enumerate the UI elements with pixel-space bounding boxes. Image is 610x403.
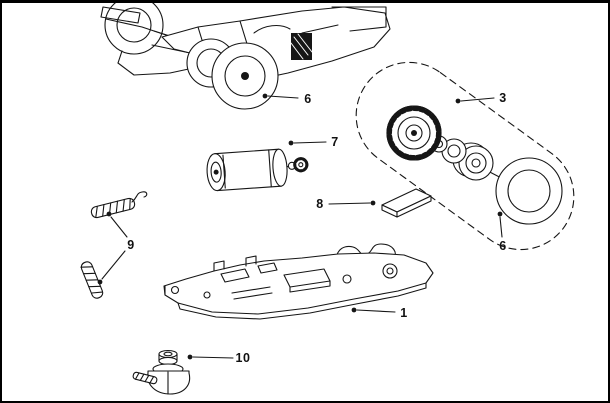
axle-group-boundary <box>355 61 575 251</box>
chassis-drawing <box>163 243 434 320</box>
leader-line-1 <box>356 309 396 313</box>
leader-line-9-upper <box>110 216 128 238</box>
leader-line-6-axle <box>499 216 503 238</box>
race-car-drawing <box>100 3 391 110</box>
part-label-7-motor: 7 <box>331 135 339 149</box>
motor-drawing <box>206 148 309 192</box>
wheel-hub <box>458 145 494 181</box>
leader-line-7 <box>293 141 327 144</box>
leader-line-9-lower <box>101 250 126 280</box>
leader-dot-10 <box>187 354 193 360</box>
part-label-1-chassis: 1 <box>400 306 408 320</box>
leader-lines <box>97 93 503 360</box>
pickup-pad-drawing <box>381 188 432 218</box>
leader-line-8 <box>328 202 371 205</box>
leader-dot-8 <box>370 200 376 206</box>
axle-tire <box>495 157 563 225</box>
leader-dot-9-upper <box>106 211 112 217</box>
leader-line-6-car <box>267 95 299 99</box>
braid-drawing-lower <box>80 261 104 299</box>
leader-dot-6-axle <box>497 211 503 217</box>
braid-drawing-upper <box>90 191 148 219</box>
part-label-10-guide: 10 <box>235 351 251 365</box>
leader-dot-7 <box>288 140 294 146</box>
part-label-6-axle-tire: 6 <box>499 239 507 253</box>
leader-dot-6-car <box>262 93 268 99</box>
axle-assembly-drawing <box>386 105 563 225</box>
part-label-8-pickup-pad: 8 <box>316 197 324 211</box>
leader-dot-3 <box>455 98 461 104</box>
diagram-canvas <box>80 3 575 395</box>
part-label-9-braids: 9 <box>127 238 135 252</box>
part-label-3-axle-assembly: 3 <box>499 91 507 105</box>
leader-line-10 <box>192 356 234 359</box>
guide-drawing <box>132 349 191 395</box>
leader-line-3 <box>460 97 495 102</box>
leader-dot-9-lower <box>97 279 103 285</box>
leader-dot-1 <box>351 307 357 313</box>
part-label-6-car-tire: 6 <box>304 92 312 106</box>
